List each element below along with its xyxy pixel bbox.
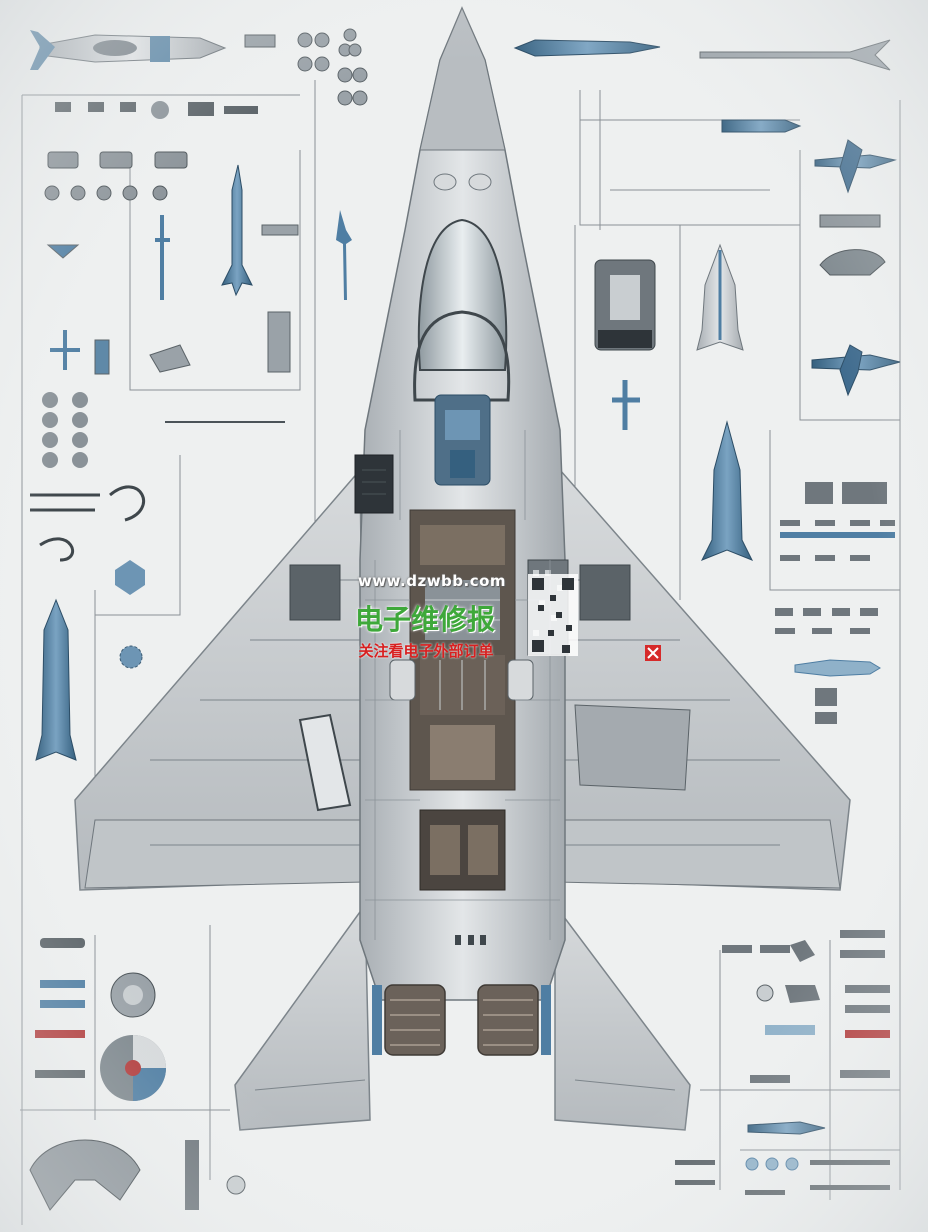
watermark-subtitle: 关注看电子外部订单 bbox=[358, 642, 494, 660]
watermark-title: 电子维修报 bbox=[354, 603, 495, 636]
watermark-url: www.dzwbb.com bbox=[357, 572, 507, 590]
